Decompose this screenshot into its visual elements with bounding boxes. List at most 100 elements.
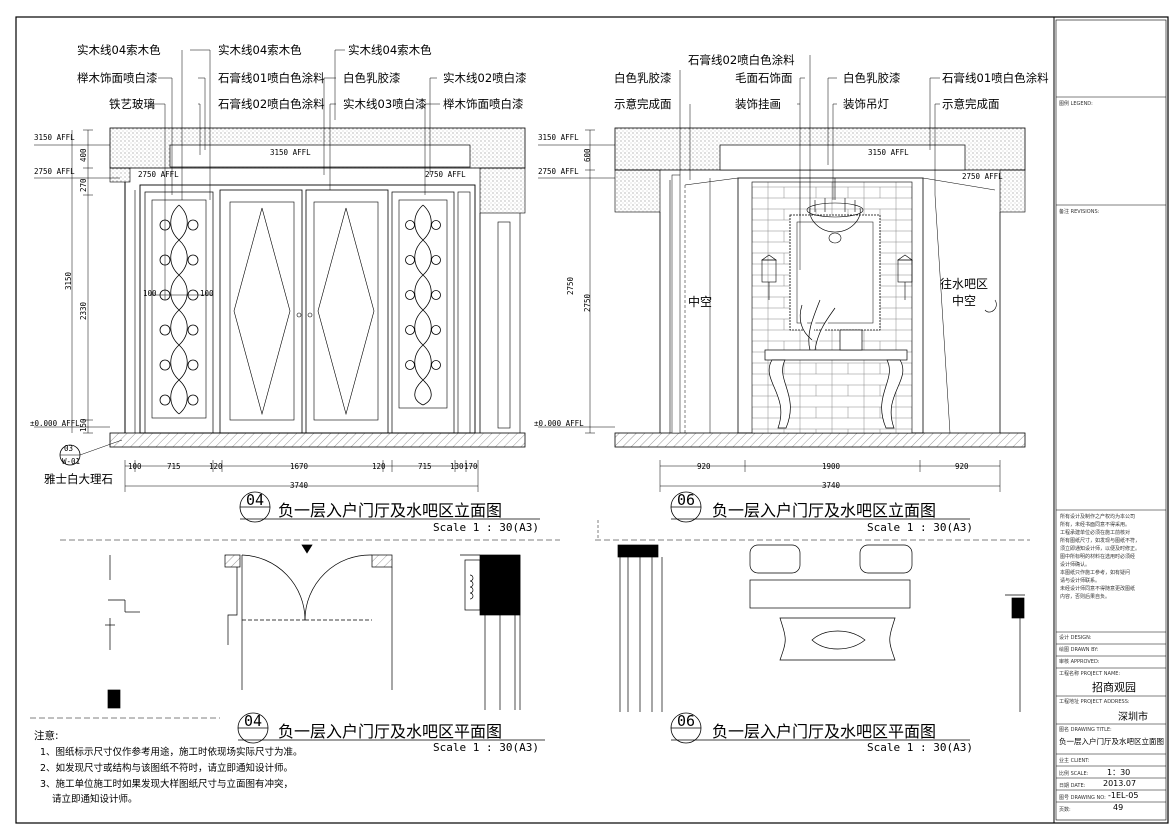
level-floor-left: ±0.000 AFFL <box>30 419 80 428</box>
level-3150-left: 3150 AFFL <box>34 133 75 142</box>
tb-design-label: 设计 DESIGN: <box>1059 635 1092 641</box>
tb-project-name: 招商观园 <box>1092 681 1136 694</box>
vdim-400: 400 <box>79 148 88 162</box>
tb-disclaimer-line: 图中所标明的材料在选用时必须经 <box>1060 554 1136 560</box>
right-plan <box>617 544 1025 712</box>
tb-address: 深圳市 <box>1118 712 1148 723</box>
tb-disclaimer-line: 所有图纸尺寸，如发现与图纸不符， <box>1060 538 1141 544</box>
tb-page: 49 <box>1113 803 1124 812</box>
dim-100-b: 100 <box>200 289 214 298</box>
title-3-number: 04 <box>244 712 263 730</box>
tb-disclaimer-line: 未经设计师同意不得随意更改图纸 <box>1060 586 1136 592</box>
hdim-130: 130 <box>450 462 464 471</box>
callout-gypsum-trim-02: 石膏线02喷白色涂料 <box>218 97 325 111</box>
vdim-270: 270 <box>79 178 88 192</box>
level-door-left: 2750 AFFL <box>138 170 179 179</box>
tb-disclaimer-line: 请与设计师联系。 <box>1060 578 1101 584</box>
vdim-2750-a: 2750 <box>566 276 575 295</box>
tb-scale-label: 比例 SCALE: <box>1059 771 1089 777</box>
callout-r-finish-a: 示意完成面 <box>614 97 672 111</box>
callout-beech-veneer-b: 榉木饰面喷白漆 <box>443 97 524 111</box>
title-4-number: 06 <box>677 712 696 730</box>
notes-heading: 注意: <box>34 730 59 742</box>
callout-r-white-latex-b: 白色乳胶漆 <box>843 71 901 85</box>
tb-client-label: 业主 CLIENT: <box>1059 758 1090 764</box>
tb-disclaimer: 所有设计及制作之产权均为本公司 所有，未经书面同意不得采用。 工程承建单位必须在… <box>1060 513 1164 601</box>
note-2: 2、如发现尺寸或结构与该图纸不符时，请立即通知设计师。 <box>40 763 294 774</box>
left-elevation <box>34 49 526 492</box>
callout-r-finish-b: 示意完成面 <box>942 97 1000 111</box>
callout-gypsum-trim-01: 石膏线01喷白色涂料 <box>218 71 325 85</box>
tb-drawn-label: 绘图 DRAWN BY: <box>1059 647 1099 653</box>
hdim-120-a: 120 <box>209 462 223 471</box>
callout-wood-trim-04-b: 实木线04索木色 <box>218 43 302 57</box>
title-3-scale: Scale 1 : 30(A3) <box>433 741 539 754</box>
hdim-total-right: 3740 <box>822 481 841 490</box>
vdim-2750-b: 2750 <box>583 293 592 312</box>
vdim-2330: 2330 <box>79 301 88 320</box>
level-floor-right: ±0.000 AFFL <box>534 419 584 428</box>
hdim-100: 100 <box>128 462 142 471</box>
tb-disclaimer-line: 内容，否则后果自负。 <box>1060 594 1111 600</box>
hdim-170: 170 <box>464 462 478 471</box>
tb-approved-label: 审核 APPROVED: <box>1059 659 1100 665</box>
hdim-total-left: 3740 <box>290 481 309 490</box>
tb-disclaimer-line: 设计师确认。 <box>1060 562 1091 568</box>
dim-100-a: 100 <box>143 289 157 298</box>
callout-r-gypsum-trim-01: 石膏线01喷白色涂料 <box>942 71 1049 85</box>
tb-drawing-title: 负一层入户门厅及水吧区立面图 <box>1059 737 1164 746</box>
left-plan <box>105 544 521 710</box>
callout-r-rough-stone: 毛面石饰面 <box>735 71 793 85</box>
tb-disclaimer-line: 所有，未经书面同意不得采用。 <box>1060 522 1131 528</box>
hdim-120-b: 120 <box>372 462 386 471</box>
level-3150-right: 3150 AFFL <box>538 133 579 142</box>
label-to-bar: 往水吧区 <box>940 277 989 291</box>
callout-iron-glass: 铁艺玻璃 <box>109 97 155 111</box>
tb-disclaimer-line: 本图纸只作施工参考，如有疑问 <box>1060 570 1131 576</box>
label-void-left: 中空 <box>688 295 713 309</box>
tb-project-name-label: 工程名称 PROJECT NAME: <box>1059 671 1121 677</box>
title-1-number: 04 <box>246 491 265 509</box>
title-3-text: 负一层入户门厅及水吧区平面图 <box>278 722 503 741</box>
tb-date-label: 日期 DATE: <box>1059 783 1086 789</box>
title-2-number: 06 <box>677 491 696 509</box>
section-marker-bottom: W-01 <box>62 457 81 466</box>
level-door-right: 2750 AFFL <box>425 170 466 179</box>
vdim-150: 150 <box>79 418 88 432</box>
tb-date: 2013.07 <box>1103 779 1137 788</box>
note-1: 1、图纸标示尺寸仅作参考用途，施工时依现场实际尺寸为准。 <box>40 747 303 758</box>
title-2-scale: Scale 1 : 30(A3) <box>867 521 973 534</box>
level-ceiling-right: 3150 AFFL <box>868 148 909 157</box>
title-1-text: 负一层入户门厅及水吧区立面图 <box>278 501 503 520</box>
callout-r-wall-painting: 装饰挂画 <box>735 97 781 111</box>
hdim-1900: 1900 <box>822 462 841 471</box>
tb-address-label: 工程地址 PROJECT ADDRESS: <box>1059 699 1130 705</box>
title-4-scale: Scale 1 : 30(A3) <box>867 741 973 754</box>
tb-scale: 1：30 <box>1107 768 1131 777</box>
level-2750-right: 2750 AFFL <box>538 167 579 176</box>
note-3: 3、施工单位施工时如果发现大样图纸尺寸与立面图有冲突， <box>40 779 294 790</box>
hdim-715-a: 715 <box>167 462 181 471</box>
callout-white-latex: 白色乳胶漆 <box>343 71 401 85</box>
hdim-920-a: 920 <box>697 462 711 471</box>
callout-wood-trim-04-c: 实木线04索木色 <box>348 43 432 57</box>
callout-r-white-latex-a: 白色乳胶漆 <box>614 71 672 85</box>
hdim-715-b: 715 <box>418 462 432 471</box>
note-4: 请立即通知设计师。 <box>52 794 138 805</box>
callout-wood-trim-02: 实木线02喷白漆 <box>443 71 527 85</box>
title-2-text: 负一层入户门厅及水吧区立面图 <box>712 501 937 520</box>
section-marker-top: 03 <box>64 444 74 453</box>
tb-legend-label: 图例 LEGEND: <box>1059 101 1093 107</box>
vdim-600: 600 <box>583 148 592 162</box>
hdim-920-b: 920 <box>955 462 969 471</box>
right-elevation <box>538 55 1026 492</box>
level-ceiling-left: 3150 AFFL <box>270 148 311 157</box>
vdim-3150: 3150 <box>64 271 73 290</box>
tb-dwg-no-label: 图号 DRAWING NO: <box>1059 795 1106 801</box>
level-r-right: 2750 AFFL <box>962 172 1003 181</box>
callout-wood-trim-03: 实木线03喷白漆 <box>343 97 427 111</box>
level-2750-left: 2750 AFFL <box>34 167 75 176</box>
tb-disclaimer-line: 所有设计及制作之产权均为本公司 <box>1060 514 1136 520</box>
tb-drawing-title-label: 图名 DRAWING TITLE: <box>1059 727 1112 733</box>
